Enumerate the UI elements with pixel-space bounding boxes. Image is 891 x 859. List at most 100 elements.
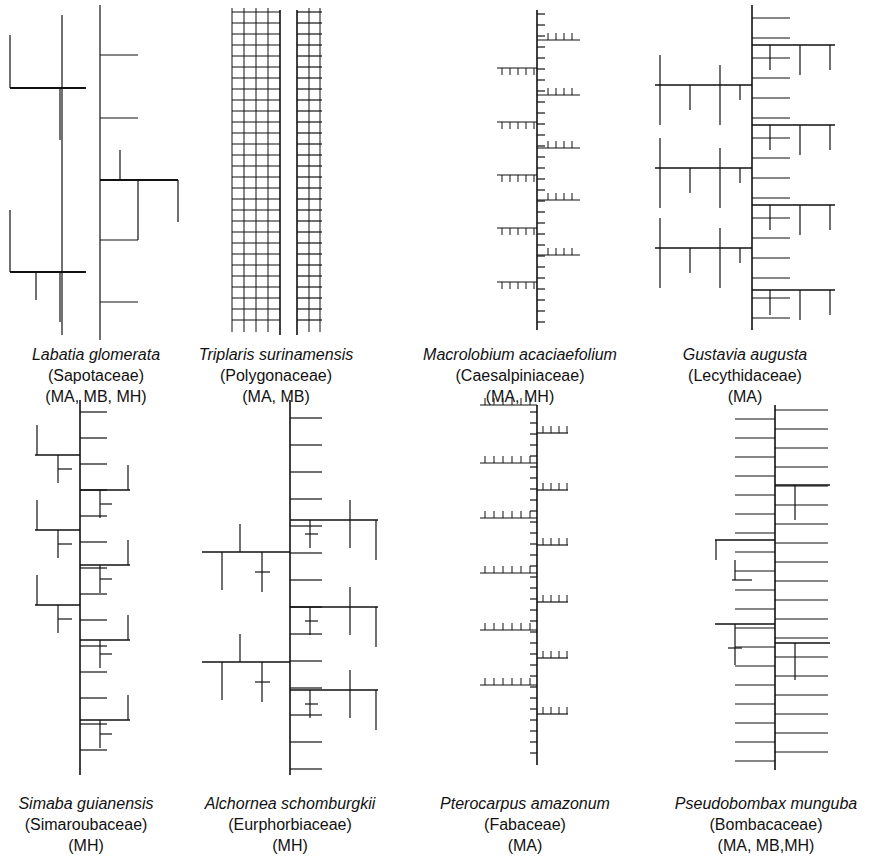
branch-stroke — [530, 456, 531, 463]
branch-stroke — [752, 277, 790, 278]
branch-stroke — [503, 511, 504, 518]
branch-stroke — [564, 33, 565, 40]
branch-stroke — [497, 174, 537, 175]
branch-stroke — [775, 523, 828, 524]
branch-stroke — [485, 511, 486, 518]
branch-stroke — [537, 189, 545, 190]
branch-stroke — [537, 79, 545, 80]
branch-stroke — [530, 620, 537, 621]
branch-stroke — [530, 554, 537, 555]
branch-stroke — [567, 483, 568, 490]
branch-stroke — [537, 489, 568, 490]
branch-stroke — [734, 624, 735, 665]
branch-stroke — [202, 661, 290, 663]
branch-stroke — [494, 456, 495, 463]
branch-stroke — [530, 565, 537, 566]
branch-stroke — [537, 35, 545, 36]
branch-stroke — [290, 606, 378, 608]
branch-stroke — [510, 175, 511, 182]
branch-stroke — [239, 524, 240, 552]
branch-stroke — [537, 299, 545, 300]
branch-stroke — [543, 707, 544, 714]
branch-stroke — [548, 248, 549, 255]
branch-stroke — [735, 684, 775, 685]
branch-stroke — [775, 713, 828, 714]
branch-stroke — [518, 282, 519, 289]
branch-stroke — [537, 57, 545, 58]
branch-stroke — [537, 310, 545, 311]
family-name: (Eurphorbiaceae) — [228, 815, 352, 835]
branch-stroke — [572, 248, 573, 255]
branch-stroke — [799, 125, 800, 155]
branch-stroke — [537, 178, 545, 179]
branch-stroke — [530, 510, 537, 511]
branch-stroke — [100, 179, 178, 181]
branch-stroke — [719, 148, 720, 208]
branch-stroke — [494, 566, 495, 573]
branch-stroke — [752, 124, 835, 126]
branch-stroke — [268, 8, 269, 332]
branch-stroke — [518, 68, 519, 75]
branch-stroke — [572, 33, 573, 40]
branch-stroke — [494, 623, 495, 630]
species-name: Gustavia augusta — [683, 345, 808, 365]
branch-stroke — [290, 552, 322, 553]
branch-stroke — [10, 87, 86, 89]
branch-stroke — [559, 483, 560, 490]
branch-stroke — [530, 444, 537, 445]
branch-stroke — [497, 281, 537, 282]
branch-stroke — [551, 595, 552, 602]
branch-stroke — [537, 288, 545, 289]
branch-stroke — [349, 670, 350, 718]
branch-stroke — [530, 422, 537, 423]
branch-stroke — [530, 730, 537, 731]
branch-stroke — [752, 117, 790, 118]
branch-stroke — [775, 466, 828, 467]
branch-stroke — [232, 8, 233, 332]
family-name: (Caesalpiniaceae) — [456, 366, 585, 386]
branch-stroke — [58, 468, 72, 469]
branch-stroke — [100, 54, 138, 55]
branch-stroke — [775, 542, 828, 543]
branch-stroke — [775, 599, 828, 600]
branch-stroke — [719, 228, 720, 288]
branch-stroke — [530, 697, 537, 698]
branch-stroke — [536, 405, 538, 765]
habitat-code: (MH) — [272, 836, 308, 856]
branch-stroke — [530, 598, 537, 599]
branch-stroke — [100, 239, 138, 240]
branch-stroke — [221, 662, 222, 700]
branch-stroke — [502, 282, 503, 289]
branch-stroke — [775, 580, 828, 581]
branch-stroke — [775, 409, 828, 410]
branch-stroke — [521, 456, 522, 463]
branch-stroke — [530, 642, 537, 643]
branch-stroke — [289, 400, 291, 775]
family-name: (Simaroubaceae) — [25, 815, 148, 835]
family-name: (Polygonaceae) — [220, 366, 332, 386]
branch-stroke — [689, 85, 690, 110]
branch-stroke — [537, 156, 545, 157]
branch-stroke — [255, 571, 270, 572]
branch-stroke — [659, 138, 660, 208]
branch-stroke — [530, 623, 531, 630]
branch-stroke — [543, 651, 544, 658]
branch-stroke — [80, 564, 130, 566]
branch-stroke — [127, 615, 128, 640]
branch-stroke — [572, 193, 573, 200]
habitat-code: (MA, MB, MH) — [45, 387, 146, 407]
branch-stroke — [305, 703, 318, 704]
branch-stroke — [548, 88, 549, 95]
branch-stroke — [530, 741, 537, 742]
branch-stroke — [752, 217, 790, 218]
branch-stroke — [480, 462, 537, 463]
branch-stroke — [530, 719, 537, 720]
branch-stroke — [290, 714, 322, 715]
branch-stroke — [518, 175, 519, 182]
branch-stroke — [290, 471, 322, 472]
branch-stroke — [530, 686, 537, 687]
branch-stroke — [320, 8, 321, 332]
branch-stroke — [537, 544, 568, 545]
branch-stroke — [655, 167, 752, 169]
branch-stroke — [537, 46, 545, 47]
